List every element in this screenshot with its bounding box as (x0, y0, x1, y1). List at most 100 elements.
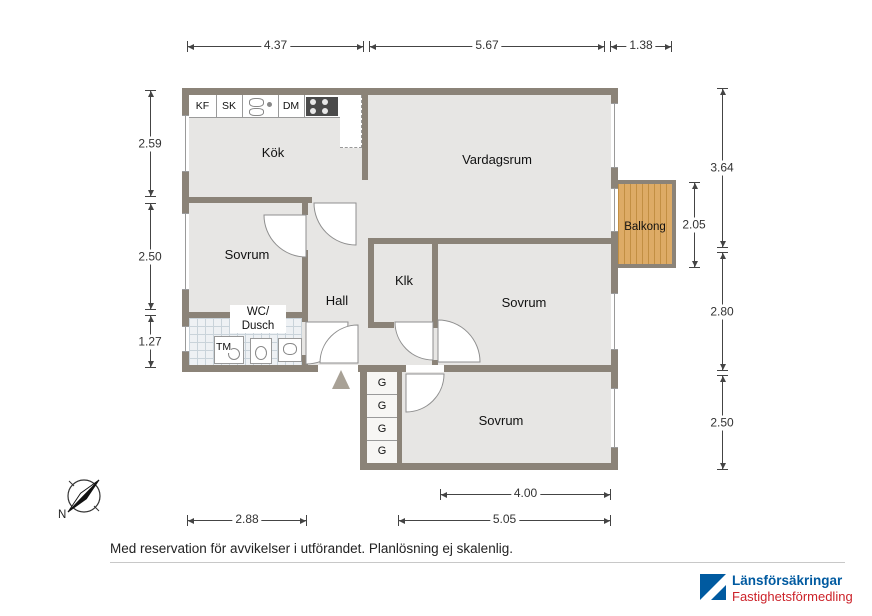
vent-shaft (340, 95, 362, 148)
dimension-value: 4.00 (510, 486, 541, 500)
compass-needle-black (67, 479, 100, 513)
room-label-bedroom-bottom: Sovrum (478, 413, 524, 428)
wall-lower-top (367, 365, 406, 372)
burner-icon (322, 108, 328, 114)
wall-closet-bottom (368, 322, 394, 328)
window-kitchen (182, 115, 189, 172)
wall-kitchen-right (362, 95, 368, 180)
logo-glyph (700, 574, 726, 600)
wall-closet-left (368, 244, 374, 322)
faucet-icon (267, 102, 272, 107)
dishwasher-label: DM (282, 100, 300, 112)
compass-icon (67, 479, 101, 513)
wall-outer-bottom-left (182, 365, 318, 372)
room-label-bedroom-mid: Sovrum (501, 295, 547, 310)
room-label-balcony: Balkong (624, 221, 666, 233)
dimension-top-3: 1.38 (610, 38, 672, 53)
counter-divider (304, 95, 305, 118)
dimension-left-1: 2.59 (136, 90, 164, 197)
dimension-value: 4.37 (260, 38, 291, 52)
room-label-kitchen: Kök (261, 145, 285, 160)
wall-closet-right (432, 360, 438, 365)
dimension-top-2: 5.67 (369, 38, 605, 53)
room-label-bedroom-left: Sovrum (224, 247, 270, 262)
dimension-value: 2.05 (680, 217, 708, 233)
dimension-value: 1.27 (136, 334, 164, 349)
footer-divider (110, 562, 845, 563)
logo-division: Fastighetsförmedling (732, 589, 853, 604)
sink-icon (249, 108, 264, 116)
wardrobe-label: G (377, 423, 387, 435)
room-label-wc-line2: Dusch (241, 320, 275, 332)
room-label-hall: Hall (325, 293, 349, 308)
wall-lower-top (444, 365, 611, 372)
dimension-top-1: 4.37 (187, 38, 364, 53)
counter-divider (278, 95, 279, 118)
window-bedroom-bottom (611, 388, 618, 448)
wall-livingroom-bottom (368, 238, 611, 244)
entrance-arrow-icon (332, 370, 350, 389)
dimension-value: 2.59 (136, 136, 164, 151)
dimension-left-3: 1.27 (136, 315, 164, 368)
fridge-label: KF (195, 100, 210, 112)
dimension-value: 1.38 (626, 38, 656, 52)
sink-icon (249, 98, 264, 107)
wardrobe-divider (367, 440, 397, 441)
dimension-value: 5.05 (489, 512, 520, 526)
burner-icon (322, 99, 328, 105)
wall-outer-right (611, 88, 618, 470)
logo-band (700, 574, 726, 600)
balcony-floor (618, 184, 672, 264)
wall-kitchen-bottom (189, 197, 312, 203)
dimension-value: 2.50 (136, 249, 164, 264)
dimension-value: 5.67 (472, 38, 502, 52)
wardrobe-divider (367, 417, 397, 418)
compass-tick (93, 505, 100, 512)
room-label-livingroom: Vardagsrum (462, 152, 532, 167)
wall-hall-left (302, 355, 308, 365)
room-label-wc: WC/ Dusch (230, 305, 286, 333)
logo-icon (700, 574, 726, 600)
wall-outer-bottom (360, 463, 618, 470)
balcony-rail-bottom (618, 264, 676, 268)
toilet-bowl-icon (255, 346, 267, 360)
counter-divider (242, 95, 243, 118)
logo-name: Länsförsäkringar (732, 573, 843, 588)
dimension-right-3: 2.50 (708, 375, 736, 470)
dimension-bottom-3: 5.05 (398, 512, 611, 527)
window-wc (182, 326, 189, 352)
room-label-wc-line1: WC/ (246, 306, 270, 318)
wall-hall-left (302, 203, 308, 215)
dimension-value: 2.50 (708, 415, 736, 430)
kitchen-counter (189, 95, 340, 118)
window-bedroom-left (182, 213, 189, 290)
wardrobe-divider (367, 394, 397, 395)
wardrobe-label: G (377, 445, 387, 457)
cabinet-label: SK (221, 100, 236, 112)
washing-machine-label: TM (216, 341, 232, 353)
dimension-right-1: 3.64 (708, 88, 736, 248)
counter-divider (216, 95, 217, 118)
dimension-balcony: 2.05 (680, 182, 708, 268)
balcony-rail-top (618, 180, 676, 184)
burner-icon (310, 99, 316, 105)
dimension-bottom-2: 2.88 (187, 512, 307, 527)
balcony-door (611, 188, 618, 232)
room-label-closet: Klk (394, 273, 414, 288)
dimension-left-2: 2.50 (136, 203, 164, 310)
wall-outer-left-lower (360, 365, 367, 470)
washbasin-bowl-icon (283, 343, 297, 355)
wall-hall-left (302, 250, 308, 322)
dimension-value: 2.88 (232, 512, 262, 526)
compass-tick (68, 480, 75, 487)
wall-outer-top (182, 88, 618, 95)
window-bedroom-mid (611, 293, 618, 350)
window-livingroom (611, 103, 618, 168)
compass-needle-white (67, 479, 100, 513)
wall-wardrobe-right (397, 372, 402, 463)
dimension-value: 2.80 (708, 304, 736, 319)
dimension-right-2: 2.80 (708, 252, 736, 371)
disclaimer-text: Med reservation för avvikelser i utföran… (110, 541, 513, 556)
dimension-bottom-1: 4.00 (440, 486, 611, 501)
